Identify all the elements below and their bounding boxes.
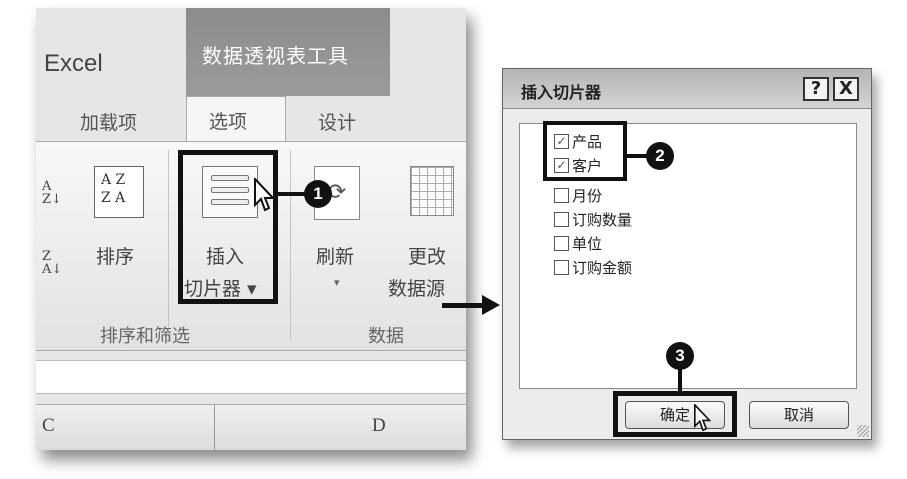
column-header-d[interactable]: D	[372, 415, 386, 436]
field-label: 产品	[572, 133, 603, 151]
insert-slicer-highlight	[178, 150, 278, 304]
field-label: 订购数量	[572, 211, 633, 229]
pivottable-tools-label: 数据透视表工具	[202, 44, 349, 68]
group-separator	[290, 150, 291, 340]
insert-slicer-dialog: 插入切片器 ? X ✓ 产品 ✓ 客户 月份 订购数量 单位 订购金额 确定	[502, 68, 872, 440]
field-label: 订购金额	[572, 259, 633, 277]
callout-line	[626, 154, 650, 158]
dialog-titlebar[interactable]: 插入切片器 ? X	[503, 69, 871, 109]
right-arrow-head	[482, 295, 500, 315]
right-arrow-icon	[442, 303, 484, 308]
refresh-button-label[interactable]: 刷新	[316, 246, 355, 268]
group-label-sort-filter: 排序和筛选	[100, 326, 190, 347]
resize-grip-icon[interactable]	[857, 425, 869, 437]
tab-design[interactable]: 设计	[318, 112, 357, 134]
app-title: Excel	[44, 50, 103, 77]
ok-button[interactable]: 确定	[625, 401, 725, 429]
close-button[interactable]: X	[833, 77, 859, 101]
checkbox-unchecked-icon[interactable]	[554, 236, 569, 251]
tab-addins[interactable]: 加载项	[80, 112, 138, 134]
column-separator	[214, 405, 215, 450]
ok-button-highlight	[613, 391, 737, 437]
group-separator	[168, 150, 169, 340]
checkbox-unchecked-icon[interactable]	[554, 260, 569, 275]
checkbox-checked-icon[interactable]: ✓	[554, 134, 569, 149]
change-data-source-icon[interactable]	[410, 166, 454, 216]
chevron-down-icon[interactable]: ▾	[334, 276, 340, 289]
callout-line	[276, 192, 308, 196]
insert-slicer-label-line1[interactable]: 插入	[206, 246, 245, 268]
change-source-label-line2[interactable]: 数据源	[388, 278, 446, 300]
checkbox-checked-icon[interactable]: ✓	[554, 158, 569, 173]
tab-options[interactable]: 选项	[186, 96, 286, 142]
callout-line	[678, 368, 682, 392]
sort-button-label[interactable]: 排序	[96, 246, 135, 268]
callout-step-1: 1	[304, 180, 332, 208]
field-label: 月份	[572, 187, 603, 205]
pivottable-tools-contextual-tab: 数据透视表工具	[186, 8, 390, 96]
change-source-label-line1[interactable]: 更改	[408, 246, 447, 268]
callout-step-3: 3	[666, 342, 694, 370]
formula-bar[interactable]	[36, 360, 466, 394]
checkbox-unchecked-icon[interactable]	[554, 188, 569, 203]
checkbox-unchecked-icon[interactable]	[554, 212, 569, 227]
callout-step-2: 2	[646, 142, 674, 170]
cancel-button[interactable]: 取消	[749, 401, 849, 429]
checked-fields-highlight	[543, 121, 627, 181]
column-header-row: C D	[36, 404, 466, 450]
field-label: 单位	[572, 235, 603, 253]
column-header-c[interactable]: C	[42, 415, 55, 436]
insert-slicer-label-line2[interactable]: 切片器 ▾	[184, 278, 257, 300]
help-button[interactable]: ?	[803, 77, 829, 101]
dialog-title: 插入切片器	[521, 83, 602, 102]
field-label: 客户	[572, 157, 603, 175]
slicer-icon[interactable]	[202, 166, 258, 218]
group-label-data: 数据	[368, 326, 404, 347]
